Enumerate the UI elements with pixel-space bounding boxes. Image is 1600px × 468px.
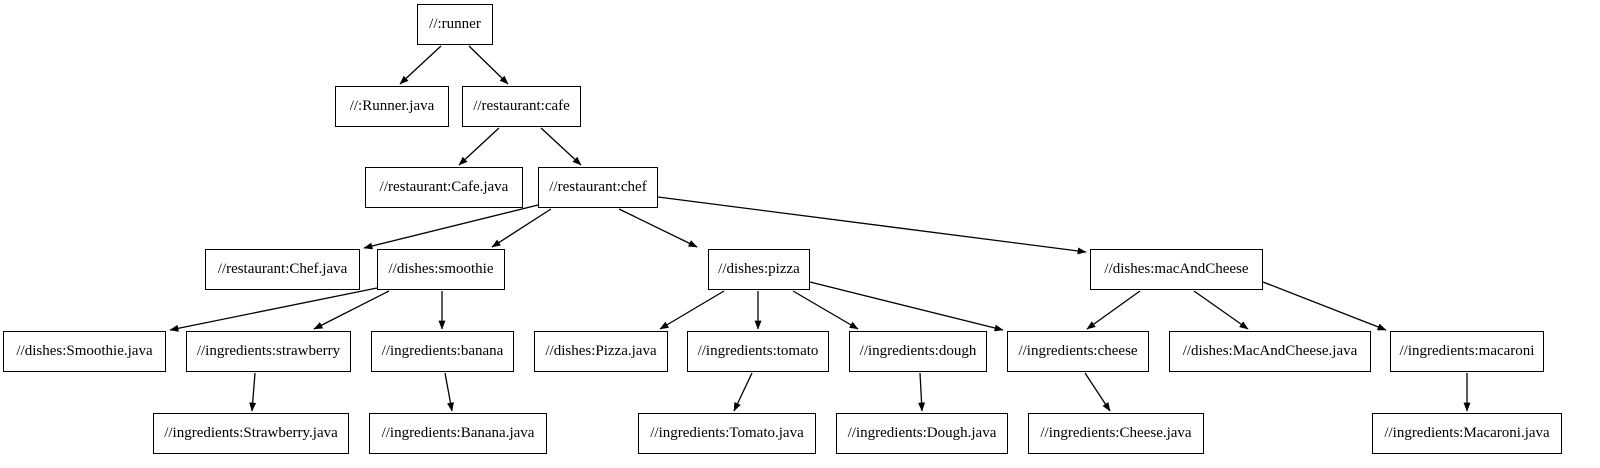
- graph-node-ing_cheese[interactable]: //ingredients:cheese: [1007, 331, 1149, 372]
- graph-node-dishes_pizza[interactable]: //dishes:pizza: [708, 249, 810, 290]
- graph-edge-restaurant_chef-to-dishes_macandchs: [657, 196, 1087, 255]
- graph-edge-dishes_macandchs-to-ing_macaroni: [1262, 281, 1387, 331]
- graph-edge-ing_cheese-to-cheese_java: [1084, 372, 1111, 412]
- graph-node-strawberry_java[interactable]: //ingredients:Strawberry.java: [153, 413, 349, 454]
- graph-node-dishes_smoothie[interactable]: //dishes:smoothie: [377, 249, 505, 290]
- graph-node-smoothie_java[interactable]: //dishes:Smoothie.java: [3, 331, 166, 372]
- graph-edge-ing_banana-to-banana_java: [444, 372, 454, 412]
- graph-node-label: //ingredients:dough: [859, 343, 977, 359]
- graph-edge-dishes_pizza-to-ing_dough: [792, 290, 859, 330]
- graph-node-label: //restaurant:chef: [549, 179, 647, 195]
- graph-node-macaroni_java[interactable]: //ingredients:Macaroni.java: [1372, 413, 1562, 454]
- graph-node-label: //:Runner.java: [349, 98, 435, 114]
- graph-edge-restaurant_chef-to-dishes_pizza: [618, 208, 698, 248]
- graph-node-runner[interactable]: //:runner: [417, 4, 493, 45]
- graph-node-ing_macaroni[interactable]: //ingredients:macaroni: [1390, 331, 1544, 372]
- graph-edge-dishes_smoothie-to-ing_strawberry: [313, 290, 390, 330]
- graph-node-label: //ingredients:Dough.java: [847, 425, 997, 441]
- graph-edge-restaurant_cafe-to-restaurant_chef: [540, 127, 582, 166]
- graph-edge-ing_dough-to-dough_java: [918, 372, 926, 412]
- graph-node-restaurant_chef[interactable]: //restaurant:chef: [538, 167, 658, 208]
- graph-edge-dishes_smoothie-to-smoothie_java: [169, 287, 378, 332]
- graph-node-cheese_java[interactable]: //ingredients:Cheese.java: [1028, 413, 1204, 454]
- graph-node-label: //ingredients:macaroni: [1399, 343, 1535, 359]
- graph-node-label: //ingredients:Tomato.java: [650, 425, 804, 441]
- graph-node-cafe_java[interactable]: //restaurant:Cafe.java: [365, 167, 523, 208]
- graph-node-dough_java[interactable]: //ingredients:Dough.java: [836, 413, 1008, 454]
- graph-edge-dishes_pizza-to-ing_cheese: [809, 281, 1004, 332]
- graph-node-label: //dishes:Smoothie.java: [16, 343, 153, 359]
- graph-node-label: //dishes:MacAndCheese.java: [1182, 343, 1358, 359]
- graph-node-label: //:runner: [429, 16, 481, 32]
- graph-node-label: //ingredients:banana: [381, 343, 504, 359]
- graph-node-label: //ingredients:strawberry: [196, 343, 341, 359]
- graph-node-dishes_macandchs[interactable]: //dishes:macAndCheese: [1090, 249, 1263, 290]
- graph-node-ing_strawberry[interactable]: //ingredients:strawberry: [186, 331, 351, 372]
- graph-edge-runner-to-runner_java: [399, 45, 442, 85]
- graph-node-label: //dishes:macAndCheese: [1104, 261, 1249, 277]
- graph-edge-ing_tomato-to-tomato_java: [733, 372, 753, 412]
- graph-node-runner_java[interactable]: //:Runner.java: [335, 86, 449, 127]
- graph-edge-ing_strawberry-to-strawberry_java: [249, 372, 257, 412]
- graph-node-restaurant_cafe[interactable]: //restaurant:cafe: [462, 86, 581, 127]
- graph-node-ing_tomato[interactable]: //ingredients:tomato: [687, 331, 829, 372]
- graph-node-label: //ingredients:Macaroni.java: [1384, 425, 1550, 441]
- graph-node-label: //ingredients:Banana.java: [381, 425, 535, 441]
- graph-node-label: //dishes:Pizza.java: [545, 343, 657, 359]
- graph-node-macandchs_java[interactable]: //dishes:MacAndCheese.java: [1169, 331, 1371, 372]
- graph-node-ing_dough[interactable]: //ingredients:dough: [849, 331, 987, 372]
- graph-node-label: //ingredients:tomato: [697, 343, 819, 359]
- graph-node-label: //ingredients:Cheese.java: [1040, 425, 1192, 441]
- graph-node-label: //dishes:pizza: [718, 261, 800, 277]
- graph-edge-dishes_macandchs-to-ing_cheese: [1086, 290, 1141, 330]
- graph-edge-restaurant_chef-to-dishes_smoothie: [491, 208, 552, 248]
- graph-edge-runner-to-restaurant_cafe: [468, 45, 509, 85]
- graph-node-pizza_java[interactable]: //dishes:Pizza.java: [534, 331, 668, 372]
- graph-edge-restaurant_cafe-to-cafe_java: [458, 127, 500, 166]
- graph-edge-dishes_pizza-to-pizza_java: [659, 290, 725, 330]
- graph-node-label: //restaurant:Cafe.java: [379, 179, 509, 195]
- graph-edge-restaurant_chef-to-chef_java: [363, 204, 539, 250]
- graph-node-tomato_java[interactable]: //ingredients:Tomato.java: [638, 413, 816, 454]
- graph-edge-dishes_macandchs-to-macandchs_java: [1193, 290, 1249, 330]
- graph-node-chef_java[interactable]: //restaurant:Chef.java: [205, 249, 360, 290]
- graph-node-ing_banana[interactable]: //ingredients:banana: [371, 331, 514, 372]
- graph-node-label: //ingredients:cheese: [1018, 343, 1138, 359]
- graph-node-banana_java[interactable]: //ingredients:Banana.java: [369, 413, 547, 454]
- graph-node-label: //restaurant:cafe: [473, 98, 570, 114]
- graph-node-label: //dishes:smoothie: [388, 261, 494, 277]
- graph-node-label: //ingredients:Strawberry.java: [164, 425, 338, 441]
- graph-node-label: //restaurant:Chef.java: [217, 261, 348, 277]
